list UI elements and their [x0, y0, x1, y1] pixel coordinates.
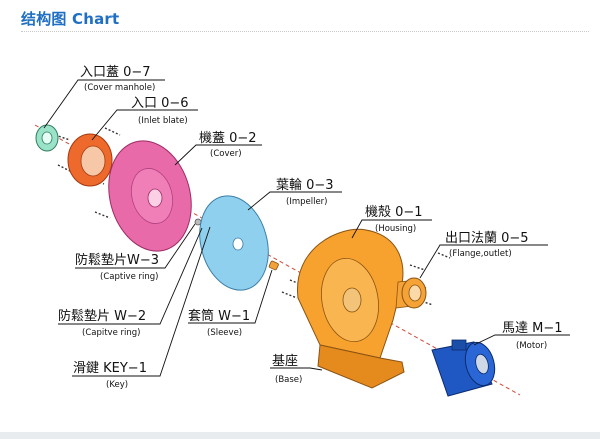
inlet-plate-part: [67, 133, 113, 187]
label-motor: 馬達 M−1: [502, 321, 563, 336]
cover-part: [108, 140, 192, 252]
sublabel-cover: (Cover): [210, 149, 242, 159]
leader-captive-ring-w2: [58, 227, 203, 325]
sublabel-captive-ring-w2: (Capitve ring): [82, 328, 140, 338]
label-cover: 機蓋 0−2: [199, 131, 257, 146]
label-sleeve: 套筒 W−1: [188, 308, 250, 324]
sublabel-inlet-plate: (Inlet blate): [138, 116, 188, 126]
label-cover-manhole: 入口蓋 0−7: [80, 65, 151, 80]
motor-part: [431, 339, 496, 397]
sublabel-cover-manhole: (Cover manhole): [84, 83, 155, 93]
sublabel-captive-ring-w3: (Captive ring): [100, 272, 158, 282]
sublabel-impeller: (Impeller): [286, 197, 328, 207]
leader-cover: [174, 144, 262, 166]
leader-base: [270, 367, 323, 371]
page-title: 结构图 Chart: [21, 10, 120, 28]
label-housing: 機殼 0−1: [365, 205, 423, 220]
header: 结构图 Chart: [0, 0, 600, 32]
sublabel-key: (Key): [106, 380, 128, 390]
sublabel-base: (Base): [275, 375, 302, 385]
footer-bar: [0, 432, 600, 439]
cover-manhole-part: [35, 124, 59, 152]
sublabel-motor: (Motor): [516, 341, 547, 351]
base-part: [317, 344, 405, 389]
leader-key: [72, 226, 211, 377]
label-flange-outlet: 出口法蘭 0−5: [445, 230, 529, 246]
label-impeller: 葉輪 0−3: [276, 177, 334, 193]
leader-captive-ring-w3: [75, 223, 196, 269]
label-inlet-plate: 入口 0−6: [131, 96, 189, 111]
label-captive-ring-w2: 防鬆墊片 W−2: [58, 308, 146, 324]
sleeve-part: [268, 260, 279, 271]
sublabel-flange-outlet: (Flange,outlet): [449, 249, 512, 259]
header-divider: [21, 31, 589, 32]
leader-motor: [473, 334, 570, 346]
leader-impeller: [247, 191, 342, 211]
leader-flange-outlet: [419, 244, 548, 279]
impeller-part: [199, 195, 269, 291]
leader-inlet-plate: [91, 109, 198, 141]
sublabel-sleeve: (Sleeve): [207, 328, 242, 338]
sublabel-housing: (Housing): [375, 224, 416, 234]
label-base: 基座: [272, 354, 298, 369]
leader-sleeve: [188, 269, 273, 324]
flange-outlet-part: [401, 277, 427, 309]
leader-cover-manhole: [43, 79, 165, 129]
label-captive-ring-w3: 防鬆墊片W−3: [75, 252, 159, 268]
label-key: 滑鍵 KEY−1: [73, 360, 147, 376]
leader-housing: [351, 219, 432, 239]
